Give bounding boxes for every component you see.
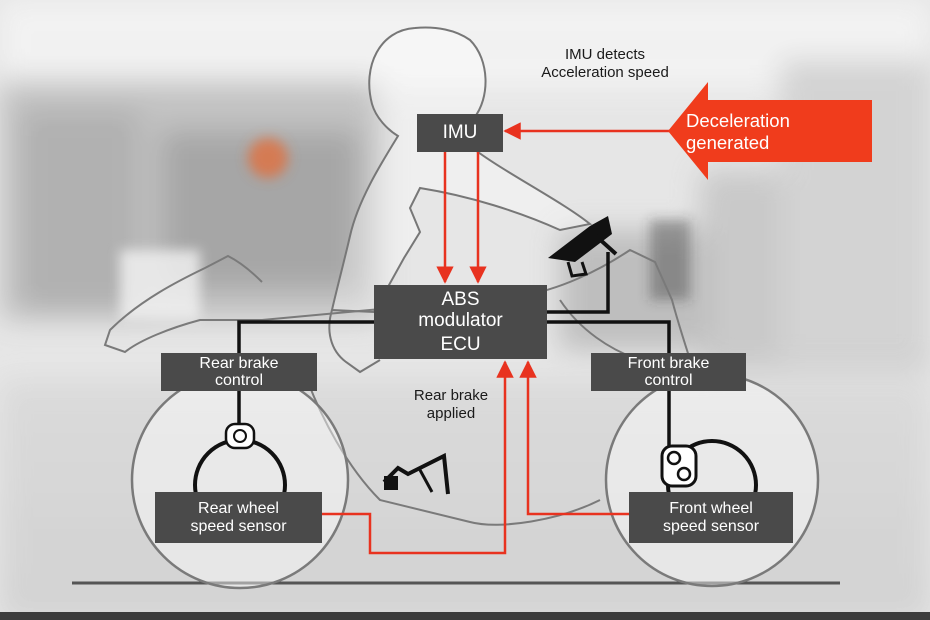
rear-brake-applied-label: Rear brake applied — [413, 387, 489, 423]
signal-lines — [322, 122, 672, 555]
front-wheel-speed-sensor-box: Front wheel speed sensor — [629, 492, 793, 543]
deceleration-label: Deceleration generated — [686, 110, 790, 153]
rear-wheel-speed-sensor-box: Rear wheel speed sensor — [155, 492, 322, 543]
brake-lever-icon — [548, 216, 618, 278]
front-wheel — [604, 372, 820, 588]
rear-caliper-icon — [224, 422, 256, 450]
rider-leg-outline — [328, 309, 381, 374]
imu-detects-label: IMU detects Acceleration speed — [541, 46, 669, 82]
deceleration-arrow — [668, 82, 872, 180]
imu-box: IMU — [417, 114, 503, 152]
front-caliper-icon — [660, 444, 698, 488]
control-lines — [237, 252, 671, 446]
rear-brake-control-box: Rear brake control — [161, 353, 317, 391]
rider-outline — [330, 26, 593, 314]
abs-modulator-ecu-box: ABS modulator ECU — [374, 285, 547, 359]
front-brake-control-box: Front brake control — [591, 353, 746, 391]
brake-pedal-icon — [382, 452, 450, 495]
motorcycle-outline — [103, 248, 701, 526]
